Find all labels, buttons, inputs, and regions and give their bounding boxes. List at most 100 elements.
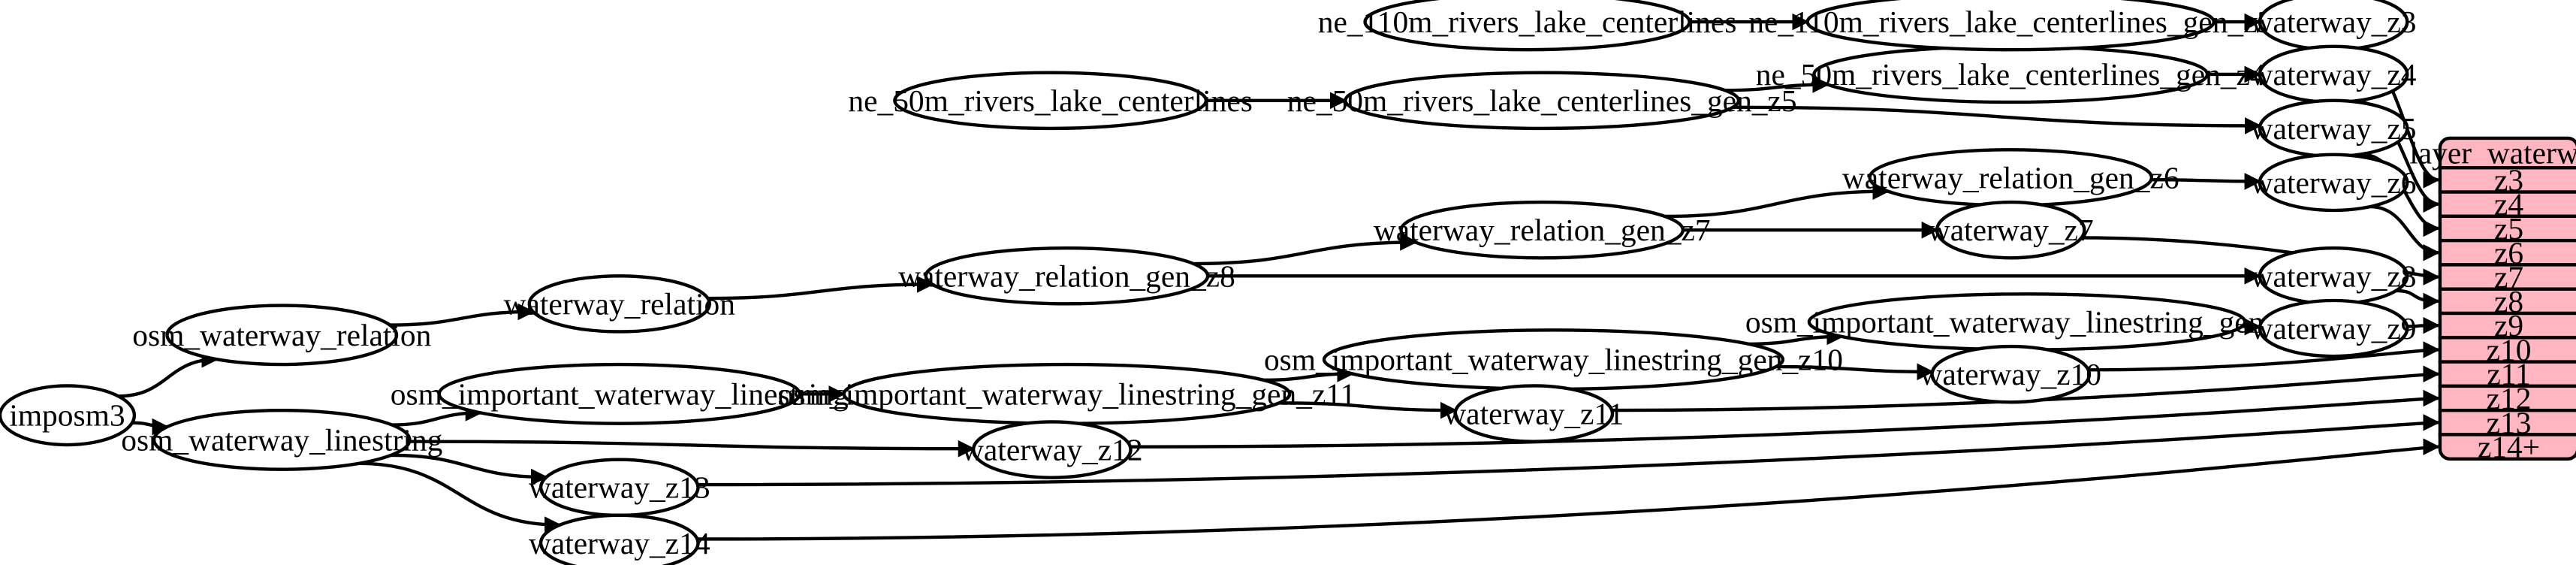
node-label: imposm3: [9, 398, 125, 433]
node-shape: [2258, 153, 2409, 213]
edge-osm_important_waterway_linestring_gen_z11-to-waterway_z11: [1279, 401, 1458, 419]
edge-waterway_z11-to-layer_waterway_z11: [1612, 365, 2440, 412]
node-label: ne_110m_rivers_lake_centerlines_gen_z3: [1748, 5, 2273, 39]
node-waterway_z7[interactable]: waterway_z7: [1928, 200, 2094, 260]
node-shape: [1399, 200, 1685, 260]
edge-osm_waterway_linestring-to-waterway_z14: [358, 461, 562, 534]
node-ne_110m_rivers_lake_centerlines_gen_z3[interactable]: ne_110m_rivers_lake_centerlines_gen_z3: [1748, 0, 2273, 52]
node-osm_waterway_linestring[interactable]: osm_waterway_linestring: [121, 409, 442, 471]
node-label: waterway_z14: [529, 526, 710, 560]
node-osm_waterway_relation[interactable]: osm_waterway_relation: [132, 304, 432, 367]
node-shape: [1453, 384, 1615, 443]
table-layer: layer_waterwayz3z4z5z6z7z8z9z10z11z12z13…: [2409, 136, 2576, 464]
node-waterway_relation[interactable]: waterway_relation: [504, 274, 736, 334]
node-label: waterway_z12: [961, 433, 1143, 467]
edges-layer: [118, 13, 2440, 541]
node-waterway_z5[interactable]: waterway_z5: [2251, 98, 2417, 159]
node-waterway_z14[interactable]: waterway_z14: [529, 513, 710, 565]
edge-imposm3-to-osm_waterway_relation: [118, 350, 219, 398]
node-shape: [437, 362, 801, 425]
table-row-z6[interactable]: [2438, 238, 2576, 267]
node-shape: [971, 420, 1133, 479]
node-osm_important_waterway_linestring_gen_z10[interactable]: osm_important_waterway_linestring_gen_z1…: [1264, 328, 1843, 391]
node-label: osm_waterway_linestring: [121, 422, 442, 457]
table-row-z10[interactable]: [2438, 336, 2576, 364]
node-label: osm_waterway_relation: [132, 318, 431, 352]
table-row-z9[interactable]: [2438, 311, 2576, 340]
edge-waterway_z6-to-layer_waterway_z6: [2369, 204, 2440, 261]
node-waterway_z3[interactable]: waterway_z3: [2251, 0, 2417, 52]
edge-osm_important_waterway_linestring_gen_z11-to-osm_important_waterway_linestring_gen_z10: [1263, 365, 1355, 382]
node-label: waterway_z9: [2251, 311, 2417, 346]
node-label: waterway_relation_gen_z7: [1374, 213, 1711, 247]
edge-imposm3-to-osm_waterway_linestring: [132, 418, 170, 436]
node-waterway_z9[interactable]: waterway_z9: [2251, 298, 2417, 358]
node-osm_important_waterway_linestring[interactable]: osm_important_waterway_linestring: [391, 362, 849, 425]
node-waterway_z13[interactable]: waterway_z13: [529, 458, 710, 518]
table-row-z5[interactable]: [2438, 214, 2576, 243]
node-label: waterway_z3: [2251, 5, 2417, 39]
node-label: waterway_z8: [2251, 258, 2417, 293]
node-shape: [152, 409, 412, 471]
edge-osm_waterway_linestring-to-waterway_z12: [409, 440, 976, 458]
node-ne_50m_rivers_lake_centerlines_gen_z4[interactable]: ne_50m_rivers_lake_centerlines_gen_z4: [1756, 44, 2266, 104]
edge-waterway_z14-to-layer_waterway_z14_: [697, 438, 2440, 541]
node-label: osm_important_waterway_linestring_gen_z9: [1745, 304, 2309, 339]
node-waterway_z8[interactable]: waterway_z8: [2251, 246, 2417, 306]
edge-waterway_relation_gen_z6-to-waterway_z6: [2151, 173, 2262, 190]
edge-waterway_relation_gen_z8-to-waterway_relation_gen_z7: [1193, 234, 1417, 266]
node-shape: [527, 274, 711, 334]
edge-waterway_relation-to-waterway_relation_gen_z8: [707, 276, 934, 301]
node-ne_110m_rivers_lake_centerlines[interactable]: ne_110m_rivers_lake_centerlines: [1318, 0, 1737, 52]
node-shape: [2258, 298, 2409, 358]
edge-osm_waterway_relation-to-waterway_relation: [390, 303, 535, 327]
node-shape: [1344, 71, 1741, 131]
node-shape: [924, 246, 1210, 306]
node-label: waterway_relation: [504, 286, 736, 321]
edge-ne_50m_rivers_lake_centerlines_gen_z5-to-waterway_z5: [1733, 105, 2262, 134]
node-label: ne_50m_rivers_lake_centerlines_gen_z4: [1756, 57, 2266, 92]
node-shape: [1363, 0, 1691, 52]
node-waterway_z11[interactable]: waterway_z11: [1443, 384, 1624, 443]
node-shape: [893, 71, 1208, 131]
node-shape: [0, 384, 137, 447]
node-waterway_z6[interactable]: waterway_z6: [2251, 153, 2417, 213]
table-row-z4[interactable]: [2438, 190, 2576, 219]
node-ne_50m_rivers_lake_centerlines[interactable]: ne_50m_rivers_lake_centerlines: [848, 71, 1253, 131]
edge-waterway_z13-to-layer_waterway_z13: [697, 414, 2440, 487]
node-ne_50m_rivers_lake_centerlines_gen_z5[interactable]: ne_50m_rivers_lake_centerlines_gen_z5: [1287, 71, 1797, 131]
node-label: waterway_relation_gen_z8: [898, 258, 1235, 293]
table-row-z8[interactable]: [2438, 287, 2576, 316]
node-waterway_z4[interactable]: waterway_z4: [2251, 44, 2417, 104]
node-osm_important_waterway_linestring_gen_z9[interactable]: osm_important_waterway_linestring_gen_z9: [1745, 292, 2309, 352]
table-row-z3[interactable]: [2438, 166, 2576, 194]
edge-waterway_z10-to-layer_waterway_z10: [2088, 341, 2440, 372]
edge-waterway_z8-to-layer_waterway_z8: [2396, 289, 2440, 310]
edge-ne_50m_rivers_lake_centerlines_gen_z5-to-ne_50m_rivers_lake_centerlines_gen_z4: [1724, 76, 1829, 93]
table-row-z14plus[interactable]: [2438, 433, 2576, 461]
node-waterway_z12[interactable]: waterway_z12: [961, 420, 1143, 479]
node-label: waterway_z7: [1928, 213, 2094, 247]
node-waterway_relation_gen_z7[interactable]: waterway_relation_gen_z7: [1374, 200, 1711, 260]
node-label: waterway_z4: [2251, 57, 2417, 92]
node-shape: [538, 513, 700, 565]
node-label: waterway_relation_gen_z6: [1842, 160, 2179, 195]
node-label: osm_important_waterway_linestring_gen_z1…: [1264, 343, 1843, 377]
edge-osm_important_waterway_linestring_gen_z10-to-waterway_z10: [1775, 363, 1935, 381]
node-waterway_z10[interactable]: waterway_z10: [1920, 344, 2101, 404]
node-waterway_relation_gen_z6[interactable]: waterway_relation_gen_z6: [1842, 148, 2179, 207]
node-label: ne_50m_rivers_lake_centerlines_gen_z5: [1287, 83, 1797, 118]
edge-waterway_z9-to-layer_waterway_z9: [2406, 316, 2440, 334]
node-label: osm_important_waterway_linestring_gen_z1…: [778, 376, 1356, 411]
node-waterway_relation_gen_z8[interactable]: waterway_relation_gen_z8: [898, 246, 1235, 306]
node-imposm3[interactable]: imposm3: [0, 384, 137, 447]
edge-waterway_z12-to-layer_waterway_z12: [1130, 389, 2440, 449]
node-osm_important_waterway_linestring_gen_z11[interactable]: osm_important_waterway_linestring_gen_z1…: [778, 362, 1356, 425]
node-label: waterway_z6: [2251, 165, 2417, 200]
edge-osm_waterway_linestring-to-osm_important_waterway_linestring: [391, 404, 483, 427]
edge-osm_important_waterway_linestring_gen_z10-to-osm_important_waterway_linestring_gen_z9: [1748, 328, 1844, 346]
edge-osm_waterway_linestring-to-waterway_z13: [391, 453, 548, 486]
node-label: waterway_z13: [529, 470, 710, 505]
